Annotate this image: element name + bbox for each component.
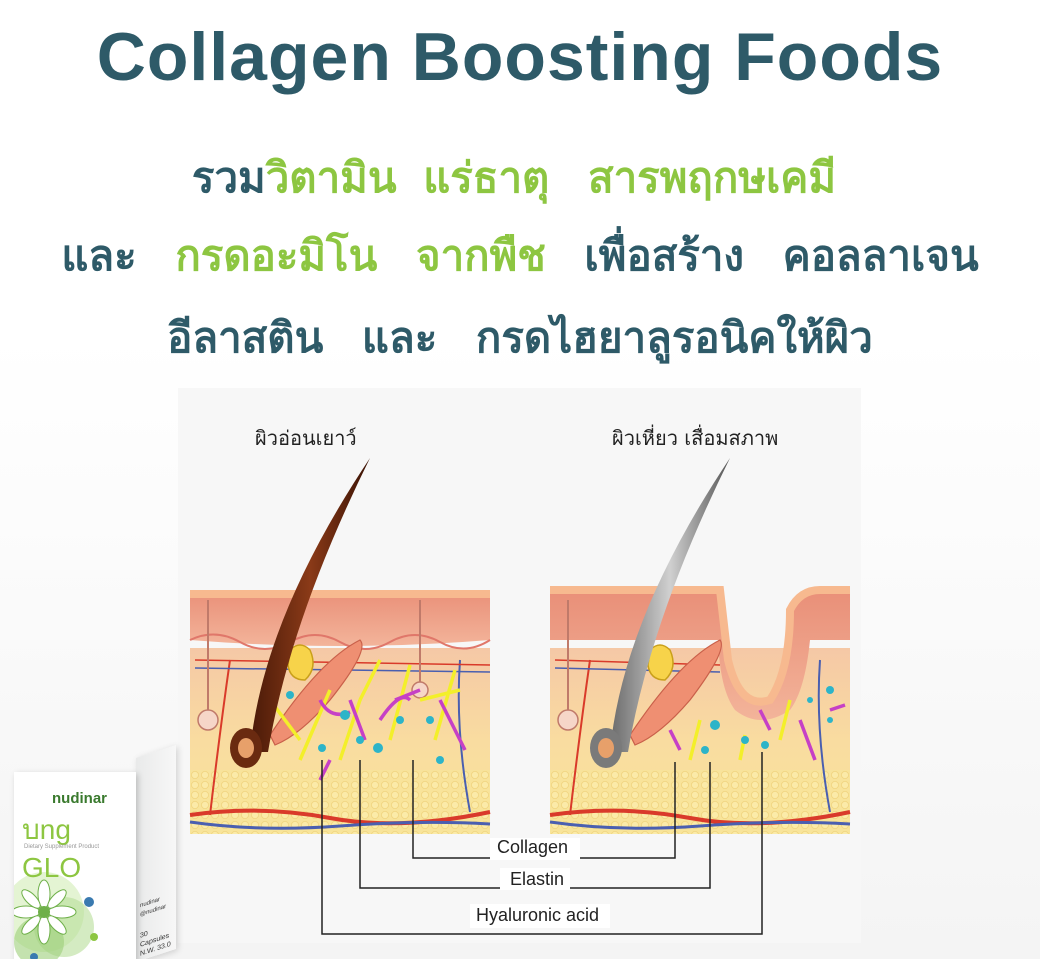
subtitle-word: รวม	[191, 153, 266, 202]
subtitle-word: และ	[361, 313, 438, 362]
young-skin-label: ผิวอ่อนเยาว์	[255, 426, 357, 450]
subtitle-highlight: กรดอะมิโน	[175, 231, 378, 280]
hyaluronic-dots-young	[286, 691, 444, 764]
subtitle-line-2: และ กรดอะมิโน จากพืช เพื่อสร้าง คอลลาเจน	[0, 223, 1040, 289]
page-title: Collagen Boosting Foods	[96, 19, 944, 95]
product-subtitle: Dietary Supplement Product	[24, 844, 100, 850]
product-name: บng GLO	[22, 814, 82, 883]
hyaluronic-dots-aged	[701, 686, 834, 754]
subtitle-highlight: สารพฤกษเคมี	[587, 153, 837, 202]
subtitle-word: อีลาสติน	[167, 313, 324, 362]
subtitle-word: และ	[61, 231, 137, 280]
product-box-front: nudinar บng GLO Dietary Supplement Produ…	[14, 772, 136, 959]
product-brand: nudinar	[52, 790, 107, 807]
flower-graphic-icon	[14, 872, 98, 959]
legend-elastin: Elastin	[510, 869, 565, 889]
young-skin-block	[189, 458, 491, 834]
subtitle-line-3: อีลาสติน และ กรดไฮยาลูรอนิคให้ผิว	[0, 305, 1040, 371]
subtitle-highlight: วิตามิน	[265, 153, 397, 202]
legend-collagen: Collagen	[497, 837, 569, 857]
product-box: nudinar บng GLO Dietary Supplement Produ…	[14, 745, 176, 959]
subtitle-highlight: แร่ธาตุ	[423, 153, 550, 202]
subtitle-word: เพื่อสร้าง	[584, 231, 744, 280]
subtitle-highlight: จากพืช	[415, 231, 546, 280]
subtitle-word: คอลลาเจน	[782, 231, 979, 280]
subtitle-word: กรดไฮยาลูรอนิคให้ผิว	[475, 313, 873, 362]
aged-skin-block	[549, 458, 851, 834]
subtitle-line-1: รวมวิตามิน แร่ธาตุ สารพฤกษเคมี	[0, 145, 1040, 211]
legend-hyaluronic-acid: Hyaluronic acid	[476, 905, 600, 925]
aged-skin-label: ผิวเหี่ยว เสื่อมสภาพ	[612, 426, 779, 450]
elastin-fibers-aged	[668, 703, 846, 761]
